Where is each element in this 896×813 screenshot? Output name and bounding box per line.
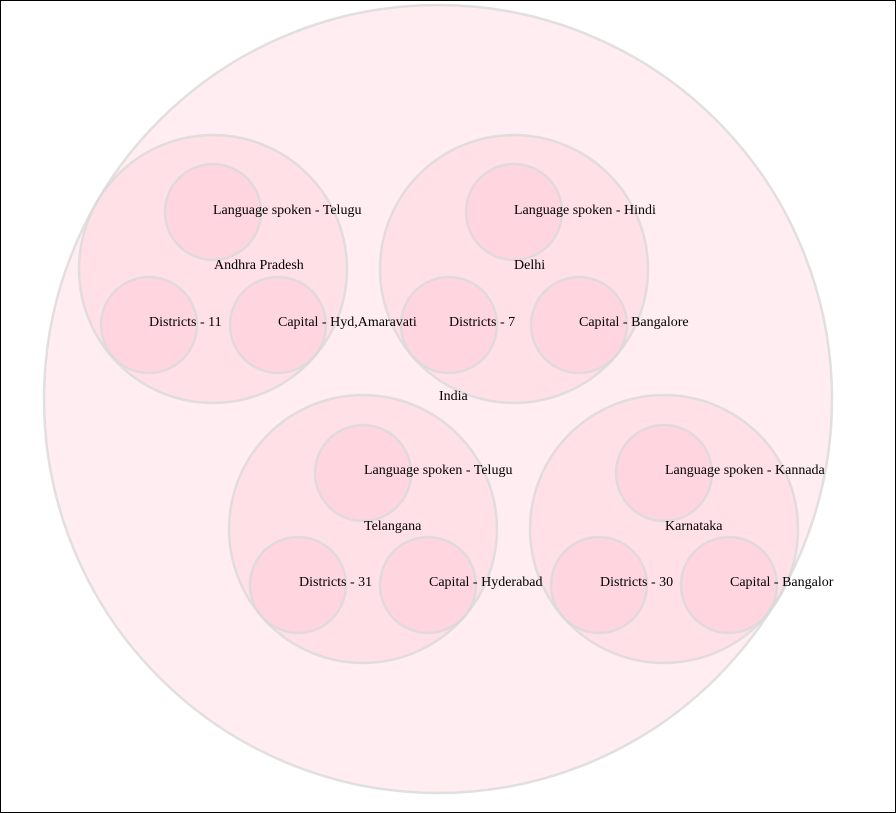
circle-andhra-pradesh-language	[163, 162, 263, 262]
label-telangana-capital: Capital - Hyderabad	[429, 575, 543, 590]
label-andhra-pradesh-capital: Capital - Hyd,Amaravati	[278, 315, 417, 330]
node-delhi	[378, 133, 650, 405]
label-delhi-districts: Districts - 7	[449, 315, 515, 330]
label-andhra-pradesh-districts: Districts - 11	[149, 315, 222, 330]
label-telangana-language: Language spoken - Telugu	[364, 463, 512, 478]
circle-delhi	[378, 133, 650, 405]
circle-delhi-districts	[399, 275, 499, 375]
circle-karnataka	[528, 393, 800, 665]
label-telangana-districts: Districts - 31	[299, 575, 372, 590]
label-andhra-pradesh: Andhra Pradesh	[214, 258, 304, 273]
circle-karnataka-language	[614, 423, 714, 523]
circle-telangana-language	[313, 423, 413, 523]
label-delhi: Delhi	[514, 258, 545, 273]
circle-telangana-capital	[378, 535, 478, 635]
circle-andhra-pradesh	[77, 133, 349, 405]
label-karnataka-districts: Districts - 30	[600, 575, 673, 590]
label-delhi-language: Language spoken - Hindi	[514, 203, 656, 218]
label-andhra-pradesh-language: Language spoken - Telugu	[213, 203, 361, 218]
label-karnataka-language: Language spoken - Kannada	[665, 463, 826, 478]
label-india: India	[439, 389, 469, 404]
circle-telangana-districts	[248, 535, 348, 635]
circle-andhra-pradesh-capital	[228, 275, 328, 375]
node-telangana	[227, 393, 499, 665]
circle-telangana	[227, 393, 499, 665]
circle-delhi-capital	[529, 275, 629, 375]
circle-andhra-pradesh-districts	[99, 275, 199, 375]
node-andhra-pradesh	[77, 133, 349, 405]
circle-delhi-language	[464, 162, 564, 262]
node-india	[42, 3, 834, 795]
label-karnataka: Karnataka	[665, 519, 723, 534]
label-karnataka-capital: Capital - Bangalor	[730, 575, 834, 590]
circle-karnataka-capital	[679, 535, 779, 635]
node-karnataka	[528, 393, 800, 665]
label-delhi-capital: Capital - Bangalore	[579, 315, 689, 330]
circle-karnataka-districts	[549, 535, 649, 635]
label-telangana: Telangana	[364, 519, 422, 534]
circle-india	[42, 3, 834, 795]
